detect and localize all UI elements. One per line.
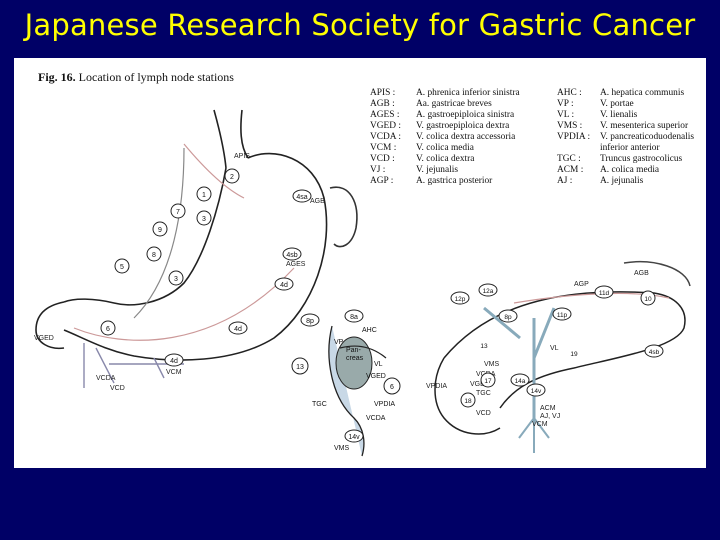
- figure-panel: Fig. 16. Location of lymph node stations…: [14, 58, 706, 468]
- node-6-middle: 6: [384, 378, 400, 394]
- svg-text:4sb: 4sb: [286, 252, 297, 259]
- node-8a-middle: 8a: [345, 310, 363, 322]
- svg-text:6: 6: [390, 384, 394, 391]
- svg-text:13: 13: [480, 343, 488, 350]
- svg-text:5: 5: [120, 264, 124, 271]
- svg-text:7: 7: [176, 209, 180, 216]
- svg-text:10: 10: [644, 296, 652, 303]
- node-13: 13: [480, 343, 488, 350]
- label-acm: ACM: [540, 405, 556, 412]
- spleen-outline: [330, 187, 357, 246]
- label-vms: VMS: [484, 361, 500, 368]
- label-vcm: VCM: [532, 421, 548, 428]
- svg-text:4d: 4d: [234, 326, 242, 333]
- label-vl: VL: [374, 361, 383, 368]
- svg-text:6: 6: [106, 326, 110, 333]
- node-12a: 12a: [479, 284, 497, 296]
- node-12p: 12p: [451, 292, 469, 304]
- svg-text:11d: 11d: [599, 290, 610, 297]
- svg-text:12a: 12a: [483, 288, 494, 295]
- svg-text:3: 3: [202, 216, 206, 223]
- node-14v-middle: 14v: [345, 430, 363, 442]
- label-vcda: VCDA: [96, 375, 116, 382]
- label-vcd: VCD: [476, 410, 491, 417]
- label-vged: VGED: [366, 373, 386, 380]
- node-4sb: 4sb: [283, 248, 301, 260]
- label-tgc: TGC: [312, 401, 327, 408]
- label-vp: VP: [334, 339, 344, 346]
- esophagus-outline: [214, 110, 226, 168]
- node-8: 8: [147, 247, 161, 261]
- svg-text:14v: 14v: [348, 434, 360, 441]
- node-5: 5: [115, 259, 129, 273]
- svg-text:14a: 14a: [515, 378, 526, 385]
- label-apis: APIS: [234, 153, 250, 160]
- label-vged: VGED: [34, 335, 54, 342]
- svg-text:8a: 8a: [350, 314, 358, 321]
- node-4d: 4d: [275, 278, 293, 290]
- label-vpdia: VPDIA: [426, 383, 447, 390]
- node-8p-middle: 8p: [301, 314, 319, 326]
- diagram-canvas: APIS AGB AGES VGED VCDA VCD VCM 2 1 7 3 …: [14, 58, 706, 468]
- node-6: 6: [101, 321, 115, 335]
- label-vpdia: VPDIA: [374, 401, 395, 408]
- svg-text:8: 8: [152, 252, 156, 259]
- node-1: 1: [197, 187, 211, 201]
- label-agp: AGP: [574, 281, 589, 288]
- node-4d-lower: 4d: [229, 322, 247, 334]
- node-4sb: 4sb: [645, 345, 663, 357]
- label-ages: AGES: [286, 261, 306, 268]
- node-17: 17: [481, 373, 495, 387]
- node-11d: 11d: [595, 286, 613, 298]
- label-aj-vj: AJ, VJ: [540, 413, 560, 420]
- esophagus-outline: [241, 110, 248, 158]
- label-agb: AGB: [310, 198, 325, 205]
- svg-text:4d: 4d: [170, 358, 178, 365]
- svg-text:4d: 4d: [280, 282, 288, 289]
- node-19: 19: [570, 351, 578, 358]
- node-13-middle: 13: [292, 358, 308, 374]
- node-7: 7: [171, 204, 185, 218]
- node-2: 2: [225, 169, 239, 183]
- node-10: 10: [641, 291, 655, 305]
- label-tgc: TGC: [476, 390, 491, 397]
- node-18: 18: [461, 393, 475, 407]
- svg-text:14v: 14v: [531, 388, 542, 395]
- node-14v: 14v: [527, 384, 545, 396]
- node-4d-bottom: 4d: [165, 354, 183, 366]
- svg-text:13: 13: [296, 364, 304, 371]
- svg-text:17: 17: [484, 378, 492, 385]
- svg-text:11p: 11p: [557, 312, 568, 319]
- middle-diagram: VP AHC Pan-creas VL VGED TGC VPDIA VCDA …: [292, 310, 400, 456]
- node-14a: 14a: [511, 374, 529, 386]
- svg-text:8p: 8p: [504, 314, 512, 321]
- label-vl: VL: [550, 345, 559, 352]
- svg-text:4sb: 4sb: [649, 349, 660, 356]
- svg-text:2: 2: [230, 174, 234, 181]
- label-ahc: AHC: [362, 327, 377, 334]
- label-vms: VMS: [334, 445, 350, 452]
- svg-text:3: 3: [174, 276, 178, 283]
- stomach-nodes: 2 1 7 3 9 8 5 3 4sa 4sb 4d 4d 6 4d: [101, 169, 311, 366]
- label-vcm: VCM: [166, 369, 182, 376]
- svg-text:8p: 8p: [306, 318, 314, 325]
- slide-title: Japanese Research Society for Gastric Ca…: [0, 8, 720, 42]
- label-vcd: VCD: [110, 385, 125, 392]
- node-4sa: 4sa: [293, 190, 311, 202]
- node-3b: 3: [169, 271, 183, 285]
- svg-text:9: 9: [158, 227, 162, 234]
- svg-text:1: 1: [202, 192, 206, 199]
- node-8p: 8p: [499, 310, 517, 322]
- svg-text:12p: 12p: [455, 296, 466, 303]
- svg-text:19: 19: [570, 351, 578, 358]
- node-9: 9: [153, 222, 167, 236]
- pancreas-diagram: [435, 262, 690, 453]
- node-11p: 11p: [553, 308, 571, 320]
- label-vcda: VCDA: [366, 415, 386, 422]
- node-3a: 3: [197, 211, 211, 225]
- svg-text:4sa: 4sa: [296, 194, 307, 201]
- stomach-diagram: [36, 110, 357, 388]
- label-agb: AGB: [634, 270, 649, 277]
- svg-text:18: 18: [464, 398, 472, 405]
